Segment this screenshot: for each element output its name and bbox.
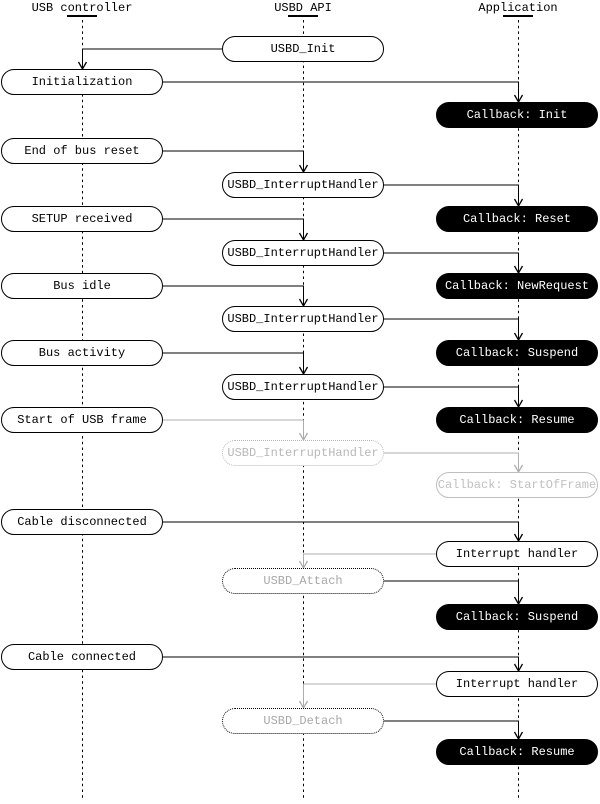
node-initialization: Initialization <box>1 69 163 95</box>
node-interrupt-handler-2: Interrupt handler <box>436 671 598 697</box>
node-usbd-interrupthandler-4: USBD_InterruptHandler <box>222 374 384 400</box>
node-end-of-bus-reset: End of bus reset <box>1 138 163 164</box>
flow-setup-received-to-interrupthandler <box>163 218 309 242</box>
column-underline-usb-controller <box>67 15 97 17</box>
flow-bus-idle-to-interrupthandler <box>163 285 309 308</box>
column-underline-usbd-api <box>288 15 318 17</box>
node-usbd-detach: USBD_Detach <box>222 708 384 734</box>
flow-interrupthandler-to-callback-startofframe-gray <box>384 452 524 474</box>
flow-interrupthandler-to-callback-suspend <box>384 318 524 342</box>
node-bus-activity: Bus activity <box>1 340 163 366</box>
flow-interrupthandler-to-callback-newrequest <box>384 252 524 275</box>
column-header-usb-controller: USB controller <box>31 1 133 15</box>
node-usbd-interrupthandler-3: USBD_InterruptHandler <box>222 306 384 332</box>
node-usbd-attach: USBD_Attach <box>222 568 384 594</box>
flow-bus-activity-to-interrupthandler <box>163 352 309 376</box>
column-underline-application <box>503 15 533 17</box>
node-usbd-interrupthandler-1: USBD_InterruptHandler <box>222 172 384 198</box>
node-bus-idle: Bus idle <box>1 273 163 299</box>
node-cable-connected: Cable connected <box>1 644 163 670</box>
node-callback-newrequest: Callback: NewRequest <box>436 273 598 299</box>
flow-interrupt-handler-to-usbd-attach-gray <box>298 553 436 570</box>
flow-usbd-detach-to-callback-resume <box>384 720 524 741</box>
node-callback-reset: Callback: Reset <box>436 206 598 232</box>
flow-cable-connected-to-interrupt-handler <box>163 656 524 673</box>
node-callback-init: Callback: Init <box>436 102 598 128</box>
column-header-application: Application <box>478 1 558 15</box>
node-callback-resume-2: Callback: Resume <box>436 739 598 765</box>
flow-start-of-usb-frame-to-interrupthandler-gray <box>163 419 309 442</box>
flow-usbd-attach-to-callback-suspend <box>384 580 524 606</box>
node-callback-startofframe-inactive: Callback: StartOfFrame <box>436 472 598 498</box>
node-start-of-usb-frame: Start of USB frame <box>1 407 163 433</box>
node-callback-suspend-1: Callback: Suspend <box>436 340 598 366</box>
column-header-usbd-api: USBD API <box>274 1 332 15</box>
flow-cable-disconnected-to-interrupt-handler <box>163 521 524 543</box>
flow-interrupt-handler-to-usbd-detach-gray <box>298 683 436 710</box>
flow-usbd-init-to-initialization <box>77 48 222 71</box>
node-usbd-init: USBD_Init <box>222 36 384 62</box>
node-callback-resume-1: Callback: Resume <box>436 407 598 433</box>
node-usbd-interrupthandler-2: USBD_InterruptHandler <box>222 240 384 266</box>
flow-interrupthandler-to-callback-reset <box>384 184 524 208</box>
flow-end-of-bus-reset-to-interrupthandler <box>163 150 309 174</box>
node-interrupt-handler-1: Interrupt handler <box>436 541 598 567</box>
node-setup-received: SETUP received <box>1 206 163 232</box>
node-callback-suspend-2: Callback: Suspend <box>436 604 598 630</box>
node-usbd-interrupthandler-5-inactive: USBD_InterruptHandler <box>222 440 384 466</box>
flow-initialization-to-callback-init <box>163 81 524 104</box>
node-cable-disconnected: Cable disconnected <box>1 509 163 535</box>
flow-interrupthandler-to-callback-resume <box>384 386 524 409</box>
